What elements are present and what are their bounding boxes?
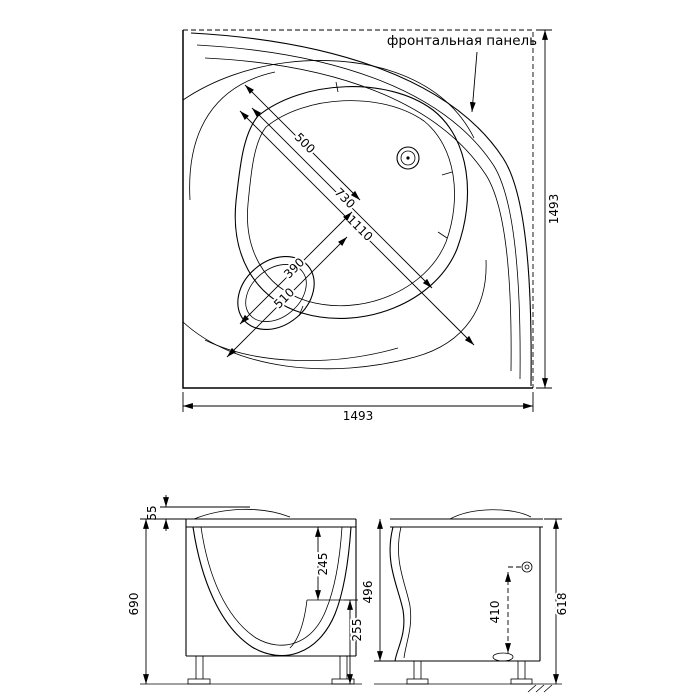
dim-55-label: 55 [145,505,159,520]
seat [237,255,315,331]
dim-panel-496: 496 [359,519,397,662]
side-legs [413,661,526,679]
dim-510-line [226,236,348,358]
side-panel-edge-outer [389,526,405,662]
dim-690-label: 690 [127,593,141,616]
dim-rim-55: 55 [143,495,250,531]
bath-outline-solid-edges [182,30,533,389]
front-rim-lines [186,518,356,528]
front-elevation-view: 55 690 245 255 [125,495,366,685]
bath-outline-dashed-edges [183,29,534,388]
dim-overall-height: 1493 [536,29,563,389]
drain-icon [396,146,420,170]
seat-outline-outer [237,255,315,331]
jet-marks [298,81,453,317]
overflow-icon [521,561,533,573]
front-rim-bump [193,508,291,520]
top-view: фронтальная панель 1493 1493 500 730 111… [182,29,563,425]
side-drain-icon [492,652,514,662]
front-panel-curve-mid [196,44,521,380]
ground-hatch-marks [527,684,553,693]
cross-diagonal-dimensions: 390 510 [226,211,353,358]
deck-swirl-bottom-inner [204,339,399,362]
drain-center-dot [406,156,410,160]
dim-255-label: 255 [350,619,364,642]
front-panel-curve-inner [204,57,512,372]
deck-swirl-top [182,60,475,139]
side-foot-right [510,678,533,685]
dim-height-690: 690 [125,518,160,684]
front-panel-curve-outer [190,32,532,387]
dim-1110-line [239,110,475,346]
dim-height-618: 618 [544,518,571,684]
overflow-outer-circle [521,561,533,573]
dim-55-extension-lines [160,506,250,520]
dim-245-label: 245 [316,553,330,576]
frontal-panel-label: фронтальная панель [387,33,537,49]
side-rim-bump [449,509,532,520]
dim-390-label: 390 [281,255,307,281]
frontal-panel-callout: фронтальная панель [387,33,537,113]
dim-496-label: 496 [361,581,375,604]
side-panel-frame [395,527,541,662]
side-panel-edge-inner [398,526,412,659]
dim-lower-255: 255 [344,599,366,684]
front-tub-profile-inner [200,526,343,646]
front-foot-right [331,678,355,685]
front-tub-profile-outer [192,526,352,656]
side-elevation-view: 496 410 618 [359,509,571,693]
dim-drain-410: 410 [486,572,511,653]
dim-height-label: 1493 [547,194,561,225]
side-foot-left [406,678,429,685]
overflow-inner-circle [524,564,530,570]
frontal-panel-arrow [469,51,478,113]
side-rim-lines [390,518,543,528]
front-legs [195,656,348,679]
dim-410-label: 410 [488,601,502,624]
dim-overall-width: 1493 [182,392,534,425]
front-foot-left [187,678,211,685]
front-frame [185,519,357,657]
dim-618-label: 618 [555,593,569,616]
deck-swirl-left [189,71,276,201]
dim-width-label: 1493 [343,409,374,423]
deck-swirl-bottom-outer [182,259,487,370]
dim-1110-label: 1110 [344,212,375,243]
front-seat-step [289,599,344,649]
dim-depth-245: 245 [314,527,332,600]
